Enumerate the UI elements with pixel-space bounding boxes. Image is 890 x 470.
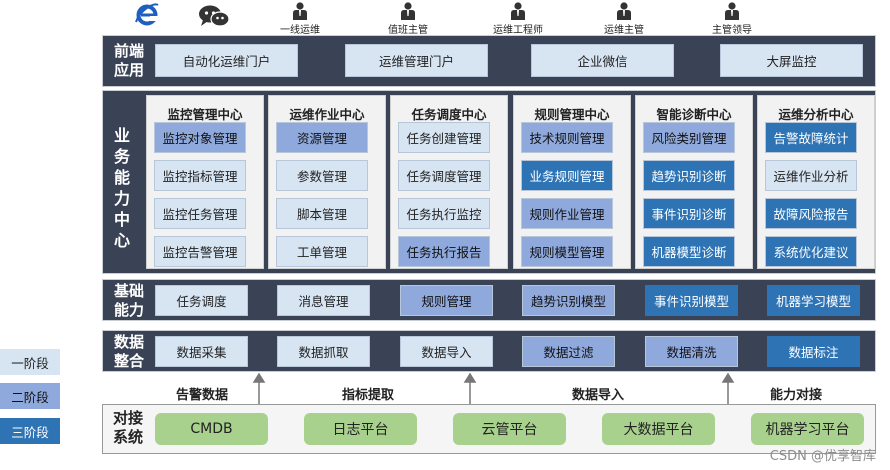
role-2: 值班主管 — [378, 2, 438, 36]
panel-title: 规则管理中心 — [534, 107, 610, 122]
panel-item[interactable]: 参数管理 — [276, 160, 368, 191]
panel-item[interactable]: 事件识别诊断 — [643, 198, 735, 229]
panel-item[interactable]: 系统优化建议 — [765, 236, 857, 267]
capability-panel: 运维分析中心告警故障统计运维作业分析故障风险报告系统优化建议 — [757, 95, 875, 269]
front-item[interactable]: 企业微信 — [531, 44, 674, 77]
basic-item[interactable]: 消息管理 — [277, 285, 370, 316]
panel-item[interactable]: 告警故障统计 — [765, 122, 857, 153]
data-item[interactable]: 数据过滤 — [522, 336, 615, 367]
role-label: 一线运维 — [280, 25, 320, 36]
capability-panel: 运维作业中心资源管理参数管理脚本管理工单管理 — [268, 95, 386, 269]
ie-browser-icon — [134, 2, 160, 31]
capability-panel: 智能诊断中心风险类别管理趋势识别诊断事件识别诊断机器模型诊断 — [635, 95, 753, 269]
panel-item[interactable]: 任务调度管理 — [398, 160, 490, 191]
interface-system[interactable]: 机器学习平台 — [751, 413, 864, 445]
panel-title: 运维分析中心 — [778, 107, 854, 122]
legend-item: 二阶段 — [0, 383, 60, 409]
panel-item[interactable]: 趋势识别诊断 — [643, 160, 735, 191]
panel-item[interactable]: 任务执行监控 — [398, 198, 490, 229]
flow-label: 数据导入 — [572, 388, 625, 403]
legend-item: 一阶段 — [0, 349, 60, 375]
front-item[interactable]: 大屏监控 — [720, 44, 863, 77]
capability-panel: 监控管理中心监控对象管理监控指标管理监控任务管理监控告警管理 — [146, 95, 264, 269]
person-icon — [378, 2, 438, 20]
panel-item[interactable]: 技术规则管理 — [521, 122, 613, 153]
data-item[interactable]: 数据清洗 — [645, 336, 738, 367]
legend-item: 三阶段 — [0, 418, 60, 444]
panel-item[interactable]: 监控对象管理 — [154, 122, 246, 153]
panel-item[interactable]: 监控指标管理 — [154, 160, 246, 191]
basic-item[interactable]: 事件识别模型 — [645, 285, 738, 316]
panel-title: 运维作业中心 — [289, 107, 365, 122]
role-label: 运维工程师 — [493, 25, 543, 36]
role-4: 运维主管 — [594, 2, 654, 36]
panel-item[interactable]: 规则作业管理 — [521, 198, 613, 229]
capability-panel: 任务调度中心任务创建管理任务调度管理任务执行监控任务执行报告 — [390, 95, 508, 269]
interface-system[interactable]: 云管平台 — [453, 413, 566, 445]
role-5: 主管领导 — [702, 2, 762, 36]
panel-item[interactable]: 故障风险报告 — [765, 198, 857, 229]
data-item[interactable]: 数据标注 — [767, 336, 860, 367]
panel-item[interactable]: 任务创建管理 — [398, 122, 490, 153]
panel-item[interactable]: 任务执行报告 — [398, 236, 490, 267]
flow-label: 指标提取 — [342, 388, 395, 403]
front-item[interactable]: 运维管理门户 — [345, 44, 488, 77]
role-label: 值班主管 — [388, 25, 428, 36]
basic-item[interactable]: 机器学习模型 — [767, 285, 860, 316]
panel-item[interactable]: 风险类别管理 — [643, 122, 735, 153]
interface-title: 对接系统 — [112, 409, 143, 446]
business-title: 业务能力中心 — [113, 126, 130, 250]
interface-system[interactable]: CMDB — [155, 413, 268, 445]
data-item[interactable]: 数据采集 — [155, 336, 248, 367]
basic-title: 基础能力 — [113, 282, 144, 319]
panel-title: 监控管理中心 — [167, 107, 243, 122]
role-3: 运维工程师 — [488, 2, 548, 36]
basic-item[interactable]: 趋势识别模型 — [522, 285, 615, 316]
panel-title: 智能诊断中心 — [656, 107, 732, 122]
basic-item[interactable]: 任务调度 — [155, 285, 248, 316]
flow-arrowhead-2 — [463, 372, 477, 383]
role-label: 主管领导 — [712, 25, 752, 36]
watermark: CSDN @优享智库 — [769, 449, 876, 464]
basic-item[interactable]: 规则管理 — [400, 285, 493, 316]
flow-label: 能力对接 — [770, 388, 823, 403]
data-item[interactable]: 数据导入 — [400, 336, 493, 367]
panel-item[interactable]: 运维作业分析 — [765, 160, 857, 191]
wechat-icon — [198, 4, 230, 31]
panel-item[interactable]: 监控告警管理 — [154, 236, 246, 267]
panel-item[interactable]: 脚本管理 — [276, 198, 368, 229]
flow-arrowhead-3 — [721, 372, 735, 383]
panel-item[interactable]: 工单管理 — [276, 236, 368, 267]
panel-item[interactable]: 机器模型诊断 — [643, 236, 735, 267]
interface-system[interactable]: 日志平台 — [304, 413, 417, 445]
capability-panel: 规则管理中心技术规则管理业务规则管理规则作业管理规则模型管理 — [513, 95, 631, 269]
panel-title: 任务调度中心 — [411, 107, 487, 122]
interface-system[interactable]: 大数据平台 — [602, 413, 715, 445]
front-item[interactable]: 自动化运维门户 — [155, 44, 298, 77]
person-icon — [488, 2, 548, 20]
person-icon — [594, 2, 654, 20]
person-icon — [270, 2, 330, 20]
front-app-title: 前端应用 — [113, 42, 144, 79]
panel-item[interactable]: 监控任务管理 — [154, 198, 246, 229]
role-1: 一线运维 — [270, 2, 330, 36]
person-icon — [702, 2, 762, 20]
panel-item[interactable]: 规则模型管理 — [521, 236, 613, 267]
data-item[interactable]: 数据抓取 — [277, 336, 370, 367]
flow-arrowhead-1 — [252, 372, 266, 383]
panel-item[interactable]: 业务规则管理 — [521, 160, 613, 191]
flow-label: 告警数据 — [176, 388, 229, 403]
panel-item[interactable]: 资源管理 — [276, 122, 368, 153]
data-title: 数据整合 — [113, 333, 144, 370]
role-label: 运维主管 — [604, 25, 644, 36]
